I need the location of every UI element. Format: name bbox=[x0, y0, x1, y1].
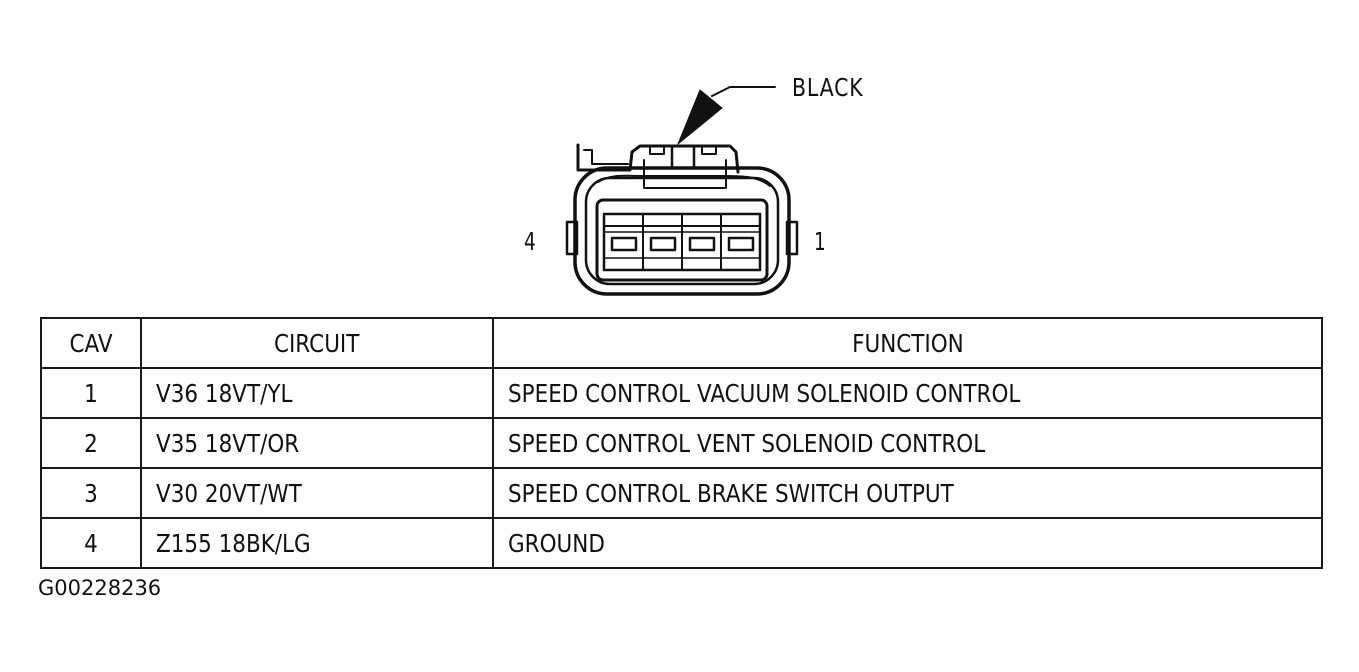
cavity-4 bbox=[610, 236, 638, 252]
cell-function: SPEED CONTROL VACUUM SOLENOID CONTROL bbox=[492, 367, 1323, 419]
cavity-1 bbox=[727, 236, 755, 252]
cell-circuit: Z155 18BK/LG bbox=[140, 517, 494, 569]
connector-diagram bbox=[565, 86, 799, 296]
cavity-1-label: 1 bbox=[814, 227, 826, 256]
connector-color-label: BLACK bbox=[792, 73, 864, 102]
cell-cav: 3 bbox=[40, 467, 142, 519]
table-row: 1 V36 18VT/YL SPEED CONTROL VACUUM SOLEN… bbox=[40, 367, 1323, 419]
cell-function: GROUND bbox=[492, 517, 1323, 569]
cell-cav: 2 bbox=[40, 417, 142, 469]
header-function: FUNCTION bbox=[492, 317, 1323, 369]
figure-id: G00228236 bbox=[38, 576, 162, 600]
table-row: 4 Z155 18BK/LG GROUND bbox=[40, 517, 1323, 569]
table-row: 3 V30 20VT/WT SPEED CONTROL BRAKE SWITCH… bbox=[40, 467, 1323, 519]
cell-cav: 4 bbox=[40, 517, 142, 569]
cavity-4-label: 4 bbox=[524, 227, 536, 256]
table-row: 2 V35 18VT/OR SPEED CONTROL VENT SOLENOI… bbox=[40, 417, 1323, 469]
terminal-block bbox=[595, 198, 769, 282]
connector-lock-tab bbox=[576, 143, 740, 174]
cell-cav: 1 bbox=[40, 367, 142, 419]
cell-circuit: V36 18VT/YL bbox=[140, 367, 494, 419]
leader-line bbox=[711, 86, 776, 97]
connector-housing-outer bbox=[573, 166, 791, 296]
cavity-3 bbox=[649, 236, 677, 252]
cell-function: SPEED CONTROL BRAKE SWITCH OUTPUT bbox=[492, 467, 1323, 519]
pinout-table: CAV CIRCUIT FUNCTION 1 V36 18VT/YL SPEED… bbox=[40, 317, 1323, 569]
connector-housing-inner bbox=[584, 176, 780, 286]
cell-circuit: V30 20VT/WT bbox=[140, 467, 494, 519]
table-header-row: CAV CIRCUIT FUNCTION bbox=[40, 317, 1323, 369]
header-cav: CAV bbox=[40, 317, 142, 369]
connector-ear-right bbox=[785, 220, 799, 256]
cavity-2 bbox=[688, 236, 716, 252]
leader-arrowhead bbox=[677, 89, 723, 145]
cell-circuit: V35 18VT/OR bbox=[140, 417, 494, 469]
header-circuit: CIRCUIT bbox=[140, 317, 494, 369]
cell-function: SPEED CONTROL VENT SOLENOID CONTROL bbox=[492, 417, 1323, 469]
connector-ear-left bbox=[565, 220, 579, 256]
